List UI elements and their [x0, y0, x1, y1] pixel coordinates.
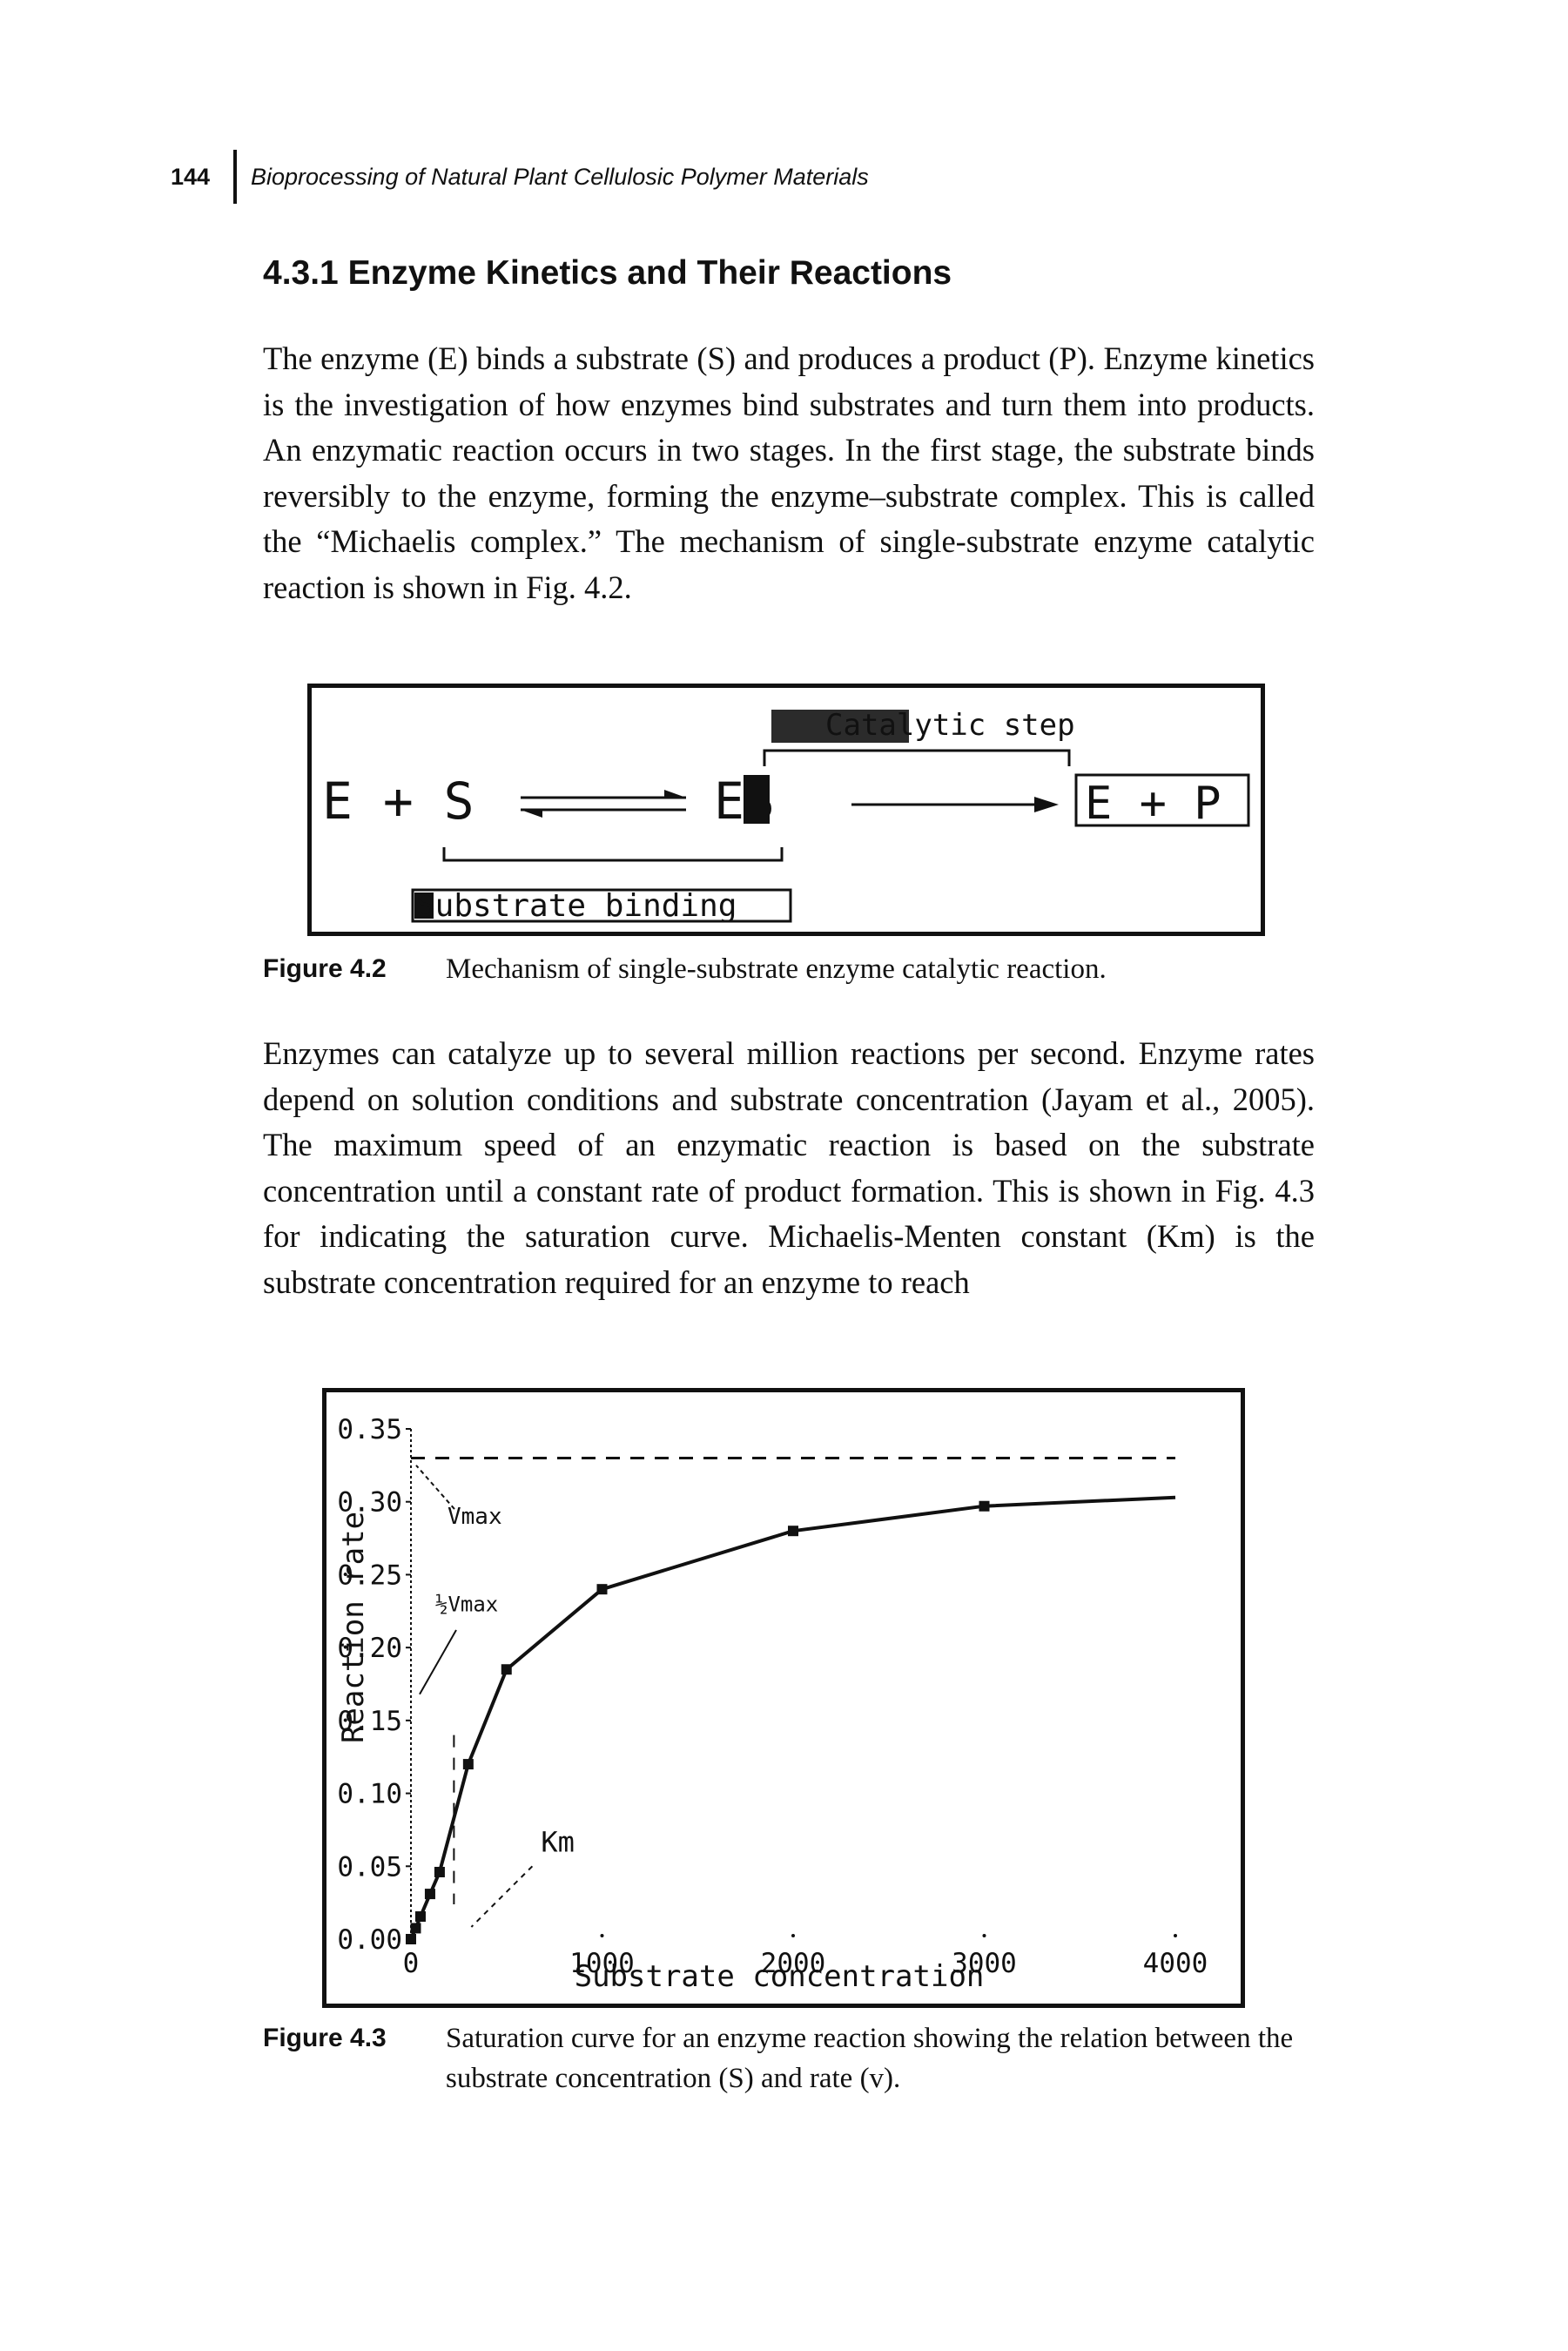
- figure-4-2-caption-label: Figure 4.2: [263, 954, 387, 983]
- data-point: [462, 1759, 474, 1770]
- catalytic-bracket: [763, 749, 1071, 766]
- vmax-label: Vmax: [448, 1504, 502, 1530]
- mechanism-diagram: Catalytic step E + S ES E + P Substrate …: [322, 708, 1250, 924]
- half-vmax-label: ½Vmax: [435, 1592, 498, 1616]
- binding-label-mask: [414, 893, 434, 919]
- binding-bracket: [442, 847, 784, 862]
- figure-4-3-caption-text: Saturation curve for an enzyme reaction …: [446, 2023, 1294, 2094]
- data-point: [410, 1923, 421, 1934]
- catalytic-label-mask: [771, 710, 909, 743]
- figure-4-2-caption-text: Mechanism of single-substrate enzyme cat…: [446, 953, 1107, 985]
- y-tick-label: 0.25: [337, 1559, 402, 1591]
- products-box: [1074, 773, 1250, 827]
- y-tick-label: 0.20: [337, 1633, 402, 1664]
- figure-4-3-caption: Figure 4.3 Saturation curve for an enzym…: [263, 2018, 1316, 2098]
- products-label: E + P: [1085, 778, 1221, 830]
- vmax-pointer: [415, 1465, 455, 1510]
- running-title: Bioprocessing of Natural Plant Cellulosi…: [251, 163, 869, 190]
- page-number: 144: [171, 163, 211, 190]
- x-tick-label: 2000: [761, 1948, 826, 1979]
- y-tick-label: 0.00: [337, 1924, 402, 1956]
- y-tick-label: 0.30: [337, 1487, 402, 1519]
- figure-4-3-caption-label: Figure 4.3: [263, 2024, 387, 2052]
- data-point: [596, 1584, 608, 1595]
- km-label: Km: [541, 1826, 575, 1859]
- complex-mask: [744, 775, 770, 824]
- x-tick-dot: [791, 1934, 795, 1937]
- figure-4-3-chart: Reaction rate Substrate concentration 0.…: [322, 1388, 1245, 2008]
- x-tick-dot: [600, 1934, 604, 1937]
- figure-4-2-caption: Figure 4.2 Mechanism of single-substrate…: [263, 949, 1316, 989]
- substrate-binding-label: Substrate binding: [416, 888, 737, 924]
- data-point: [406, 1934, 416, 1944]
- equilibrium-arrows: [521, 790, 686, 818]
- data-point: [501, 1664, 512, 1675]
- x-tick-dot: [982, 1934, 986, 1937]
- km-pointer: [470, 1865, 534, 1928]
- data-point: [434, 1866, 445, 1877]
- catalytic-step-label: Catalytic step: [825, 708, 1075, 743]
- y-tick-label: 0.05: [337, 1851, 402, 1883]
- x-axis-label: Substrate concentration: [575, 1959, 985, 1994]
- paragraph-1: The enzyme (E) binds a substrate (S) and…: [263, 340, 1315, 605]
- half-vmax-pointer: [419, 1629, 457, 1695]
- data-point: [979, 1500, 990, 1512]
- y-tick-label: 0.35: [337, 1414, 402, 1445]
- x-tick-label: 4000: [1143, 1948, 1208, 1979]
- saturation-curve: [409, 1495, 1176, 1940]
- y-tick-label: 0.15: [337, 1706, 402, 1737]
- data-point: [788, 1526, 798, 1537]
- data-point: [414, 1911, 426, 1923]
- y-tick-label: 0.10: [337, 1779, 402, 1810]
- header-rule: [233, 150, 237, 204]
- figure-4-2-diagram: Catalytic step E + S ES E + P Substrate …: [307, 684, 1265, 936]
- y-axis-label: Reaction rate: [336, 1512, 371, 1743]
- x-tick-label: 3000: [952, 1948, 1017, 1979]
- paragraph-2: Enzymes can catalyze up to several milli…: [263, 1035, 1315, 1300]
- product-arrow: [851, 797, 1059, 812]
- x-tick-dot: [1174, 1934, 1177, 1937]
- binding-label-box: [411, 888, 792, 923]
- reactants-label: E + S: [322, 771, 474, 831]
- section-heading: 4.3.1 Enzyme Kinetics and Their Reaction…: [263, 254, 952, 292]
- saturation-curve-chart: Reaction rate Substrate concentration 0.…: [336, 1414, 1208, 1994]
- x-tick-label: 1000: [569, 1948, 635, 1979]
- running-header: 144 Bioprocessing of Natural Plant Cellu…: [171, 146, 869, 207]
- x-tick-label: 0: [403, 1948, 420, 1979]
- data-point: [424, 1889, 435, 1900]
